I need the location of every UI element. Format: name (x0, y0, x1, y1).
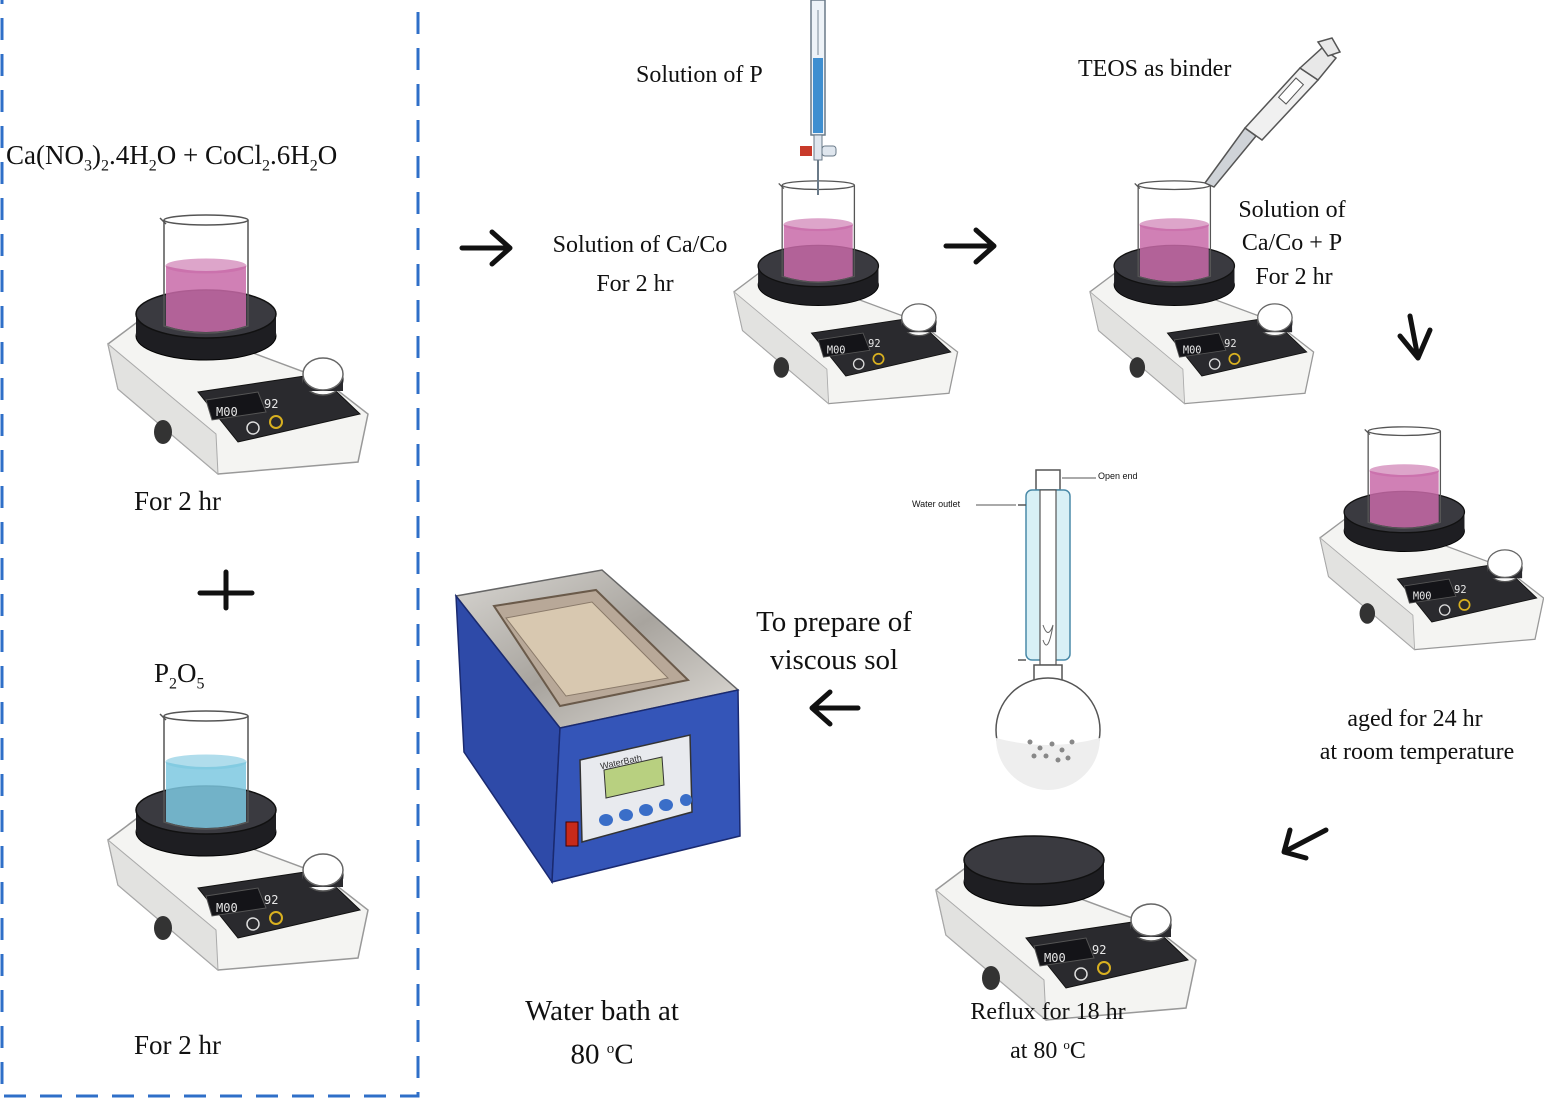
burette-icon (800, 0, 837, 195)
hotplate-ca-co-icon: M00 92 (107, 214, 369, 476)
display-left-text: M00 (1183, 345, 1202, 357)
reflux-condenser-icon (1018, 469, 1071, 688)
solution-p-label: Solution of P (636, 62, 763, 88)
hotplate-p2o5-icon: M00 92 (107, 710, 369, 972)
arrow-down-left (1281, 827, 1329, 861)
aging-line2-label: at room temperature (1319, 739, 1515, 765)
round-bottom-flask-icon (995, 677, 1101, 790)
binder-line2-label: Ca/Co + P (1241, 230, 1343, 256)
display-right-text: 92 (1454, 584, 1466, 596)
arrow-down (1397, 313, 1433, 361)
waterbath-line1-label: Water bath at (525, 995, 679, 1027)
reflux-line1-label: Reflux for 18 hr (970, 999, 1126, 1025)
hotplate-binder-icon: M00 92 (1089, 180, 1315, 405)
step1-time-label: For 2 hr (134, 486, 221, 516)
reflux-line2-label: at 80 oC (1010, 1037, 1086, 1064)
water-outlet-label: Water outlet (912, 499, 961, 509)
display-left-text: M00 (216, 405, 238, 419)
arrow-right-1 (459, 229, 513, 267)
pipette-icon (1203, 37, 1342, 188)
step2-time-label: For 2 hr (134, 1030, 221, 1060)
waterbath-line2-label: 80 oC (570, 1038, 634, 1071)
mix-line1-label: Solution of Ca/Co (552, 232, 728, 258)
open-end-label: Open end (1098, 471, 1138, 481)
mix-line2-label: For 2 hr (596, 271, 674, 297)
arrow-right-2 (943, 227, 997, 265)
flow-arrows (197, 227, 1433, 861)
plus-sign (197, 569, 255, 611)
display-left-text: M00 (216, 901, 238, 915)
hotplate-reflux-icon: M00 92 (935, 835, 1197, 1022)
display-right-text: 92 (1092, 943, 1106, 957)
display-left-text: M00 (1413, 591, 1432, 603)
teos-label: TEOS as binder (1078, 56, 1232, 82)
binder-line1-label: Solution of (1238, 197, 1346, 223)
arrow-left (809, 689, 861, 727)
viscous-line2-label: viscous sol (769, 644, 899, 676)
display-right-text: 92 (868, 338, 880, 350)
binder-line3-label: For 2 hr (1255, 264, 1333, 290)
display-right-text: 92 (1224, 338, 1236, 350)
display-left-text: M00 (1044, 951, 1066, 965)
aging-line1-label: aged for 24 hr (1347, 706, 1483, 732)
water-bath-icon (454, 569, 741, 885)
viscous-line1-label: To prepare of (756, 606, 912, 638)
hotplate-mix-icon: M00 92 (733, 180, 959, 405)
reagents-label: Ca(NO3)2.4H2O + CoCl2.6H2O (6, 140, 338, 175)
display-right-text: 92 (264, 893, 278, 907)
p2o5-label: P2O5 (154, 658, 205, 693)
display-right-text: 92 (264, 397, 278, 411)
hotplate-aging-icon: M00 92 (1319, 426, 1544, 651)
display-left-text: M00 (827, 345, 846, 357)
